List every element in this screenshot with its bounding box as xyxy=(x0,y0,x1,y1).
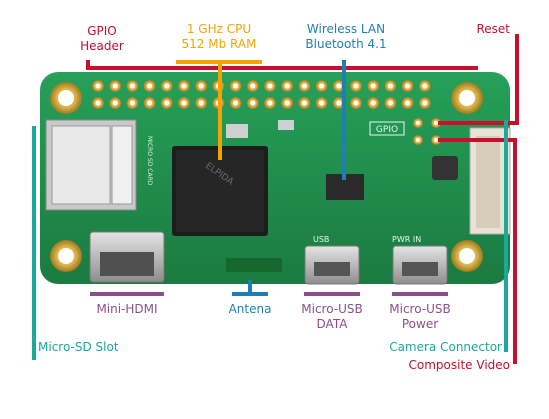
micro-sd-label: Micro-SD Slot xyxy=(38,340,119,354)
cpu-label: 1 GHz CPU 512 Mb RAM xyxy=(166,22,272,52)
mounting-holes xyxy=(50,82,483,272)
gpio-label: GPIO Header xyxy=(72,24,132,54)
usb-power-label-line1: Micro-USB xyxy=(389,302,451,316)
usb-data-label-line2: DATA xyxy=(316,317,348,331)
gpio-label-line2: Header xyxy=(80,39,124,53)
gpio-pad-hole xyxy=(164,83,170,89)
gpio-pad-hole xyxy=(353,83,359,89)
gpio-pad-hole xyxy=(112,100,118,106)
gpio-pad-hole xyxy=(284,100,290,106)
gpio-pad-hole xyxy=(181,100,187,106)
gpio-pad-hole xyxy=(198,83,204,89)
pcb xyxy=(40,72,510,284)
gpio-pad-hole xyxy=(233,83,239,89)
gpio-pad-hole xyxy=(422,83,428,89)
gpio-pad-hole xyxy=(198,100,204,106)
gpio-pad-hole xyxy=(95,100,101,106)
gpio-pad-hole xyxy=(387,100,393,106)
gpio-pad-hole xyxy=(129,83,135,89)
micro-usb-data-port xyxy=(304,245,360,285)
mini-hdmi-label: Mini-HDMI xyxy=(96,302,158,316)
inductor xyxy=(432,156,458,180)
gpio-pad-hole xyxy=(284,83,290,89)
gpio-pad-hole xyxy=(319,83,325,89)
gpio-pad-hole xyxy=(129,100,135,106)
composite-line xyxy=(438,138,517,364)
gpio-pad-hole xyxy=(267,100,273,106)
gpio-pad-hole xyxy=(405,83,411,89)
gpio-pad-hole xyxy=(336,100,342,106)
gpio-pad-hole xyxy=(250,100,256,106)
gpio-pad-hole xyxy=(95,83,101,89)
pwr-silkscreen: PWR IN xyxy=(392,235,421,244)
gpio-silkscreen: GPIO xyxy=(376,125,398,135)
camera-label: Camera Connector xyxy=(389,340,502,354)
gpio-pad-hole xyxy=(250,83,256,89)
cpu-chip: ELPIDA xyxy=(172,146,268,236)
micro-usb-power-port xyxy=(392,245,448,285)
gpio-pad-hole xyxy=(267,83,273,89)
usb-silkscreen: USB xyxy=(313,235,329,244)
gpio-pad-hole xyxy=(147,83,153,89)
gpio-pad-hole xyxy=(387,83,393,89)
usb-power-label-line2: Power xyxy=(401,317,439,331)
antenna-label: Antena xyxy=(228,302,272,316)
gpio-pad-hole xyxy=(301,100,307,106)
wireless-label-line1: Wireless LAN xyxy=(306,22,386,36)
gpio-pad-hole xyxy=(370,100,376,106)
reset-label: Reset xyxy=(476,22,510,36)
cpu-label-line2: 512 Mb RAM xyxy=(181,37,257,51)
usb-data-label: Micro-USB DATA xyxy=(292,302,372,332)
wireless-label: Wireless LAN Bluetooth 4.1 xyxy=(296,22,396,52)
reset-line xyxy=(438,34,519,125)
sd-text: MICRO SD CARD xyxy=(146,136,153,186)
gpio-pad-hole xyxy=(301,83,307,89)
gpio-pad-hole xyxy=(319,100,325,106)
usb-power-label: Micro-USB Power xyxy=(380,302,460,332)
gpio-pad-hole xyxy=(181,83,187,89)
gpio-pad-hole xyxy=(353,100,359,106)
gpio-pad-hole xyxy=(422,100,428,106)
gpio-pad-hole xyxy=(164,100,170,106)
gpio-label-line1: GPIO xyxy=(87,24,117,38)
composite-label: Composite Video xyxy=(408,358,510,372)
gpio-pad-hole xyxy=(336,83,342,89)
usb-data-label-line1: Micro-USB xyxy=(301,302,363,316)
mini-hdmi-port xyxy=(89,231,165,283)
antenna-area xyxy=(226,258,282,272)
gpio-header-pads xyxy=(92,80,431,109)
gpio-pad-hole xyxy=(147,100,153,106)
gpio-pad-hole xyxy=(233,100,239,106)
gpio-pad-hole xyxy=(405,100,411,106)
cpu-label-line1: 1 GHz CPU xyxy=(186,22,252,36)
gpio-pad-hole xyxy=(112,83,118,89)
sd-slot: MICRO SD CARD xyxy=(45,119,153,211)
wireless-label-line2: Bluetooth 4.1 xyxy=(305,37,387,51)
gpio-pad-hole xyxy=(370,83,376,89)
